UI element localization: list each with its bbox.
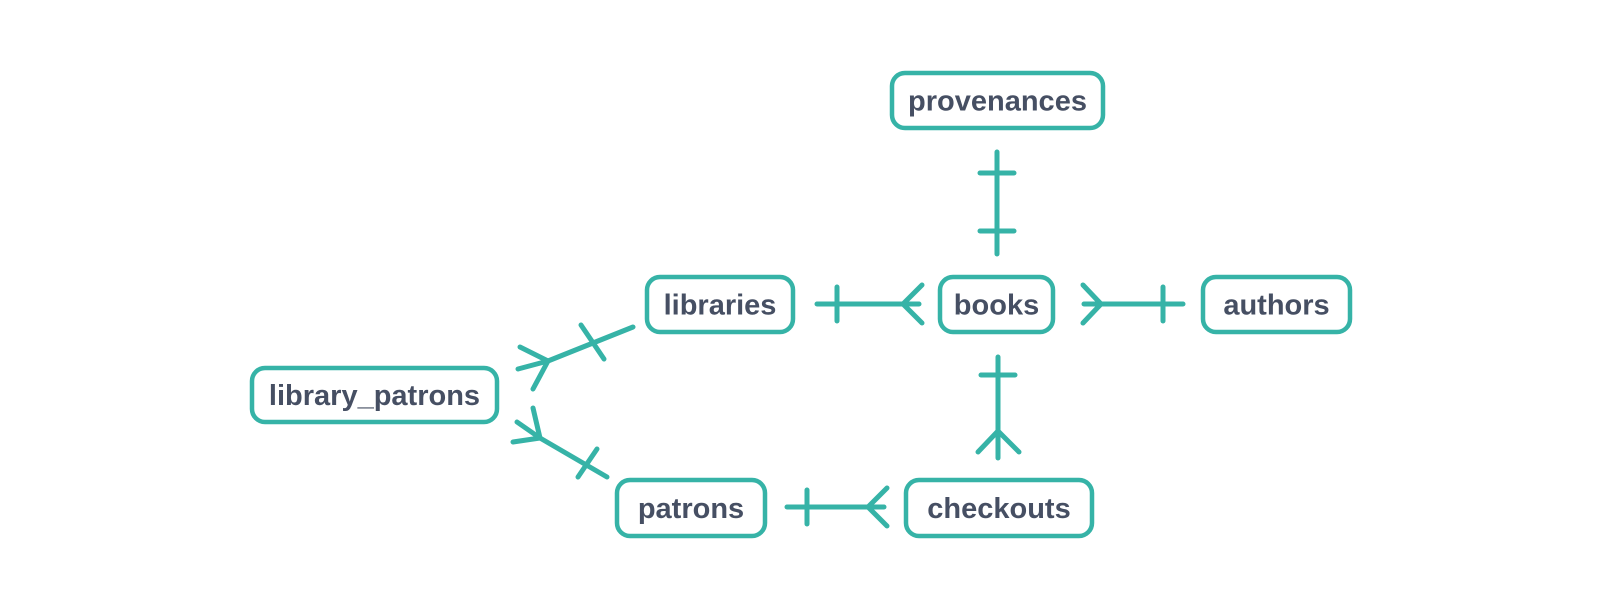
connector-segment: [900, 301, 925, 326]
entity-checkouts[interactable]: checkouts: [903, 477, 1095, 539]
entity-label-patrons: patrons: [638, 493, 744, 525]
connector-segment: [900, 282, 925, 307]
connector-segment: [510, 435, 543, 445]
connector-segment: [537, 435, 610, 480]
relationship-books-checkouts: [975, 354, 1022, 461]
relationship-patrons-library_patrons: [510, 405, 610, 480]
relationship-provenances-books: [977, 149, 1017, 257]
connector-segment: [515, 358, 551, 372]
connector-segment: [578, 322, 607, 362]
entity-box-authors[interactable]: [1200, 274, 1353, 335]
relationship-patrons-checkouts: [784, 485, 890, 529]
entity-provenances[interactable]: provenances: [889, 70, 1106, 131]
entity-box-provenances[interactable]: [889, 70, 1106, 131]
relationship-authors-books: [1080, 282, 1186, 326]
entity-label-checkouts: checkouts: [927, 493, 1070, 525]
connector-segment: [517, 344, 551, 364]
entity-box-books[interactable]: [937, 274, 1056, 335]
connector-segment: [575, 446, 600, 480]
connector-segment: [514, 419, 543, 441]
entity-label-libraries: libraries: [664, 290, 777, 322]
relationship-libraries-library_patrons: [515, 322, 636, 392]
connector-segment: [1080, 301, 1104, 326]
connector-segment: [530, 405, 543, 441]
connector-segment: [545, 324, 636, 364]
entity-libraries[interactable]: libraries: [644, 274, 796, 335]
entity-library_patrons[interactable]: library_patrons: [249, 365, 500, 425]
connector-segment: [530, 358, 551, 392]
entity-label-provenances: provenances: [908, 86, 1087, 118]
connector-segment: [865, 485, 890, 510]
connector-segment: [1080, 282, 1104, 307]
connector-segment: [995, 428, 1022, 455]
entity-box-library_patrons[interactable]: [249, 365, 500, 425]
entity-box-patrons[interactable]: [614, 477, 768, 539]
entity-label-library_patrons: library_patrons: [269, 380, 480, 412]
entity-label-books: books: [954, 290, 1039, 322]
connector-segment: [865, 504, 890, 529]
entity-patrons[interactable]: patrons: [614, 477, 768, 539]
entity-label-authors: authors: [1223, 290, 1329, 322]
relationship-libraries-books: [814, 282, 925, 326]
connector-segment: [975, 428, 1001, 455]
entity-authors[interactable]: authors: [1200, 274, 1353, 335]
entity-box-libraries[interactable]: [644, 274, 796, 335]
entity-box-checkouts[interactable]: [903, 477, 1095, 539]
entity-books[interactable]: books: [937, 274, 1056, 335]
